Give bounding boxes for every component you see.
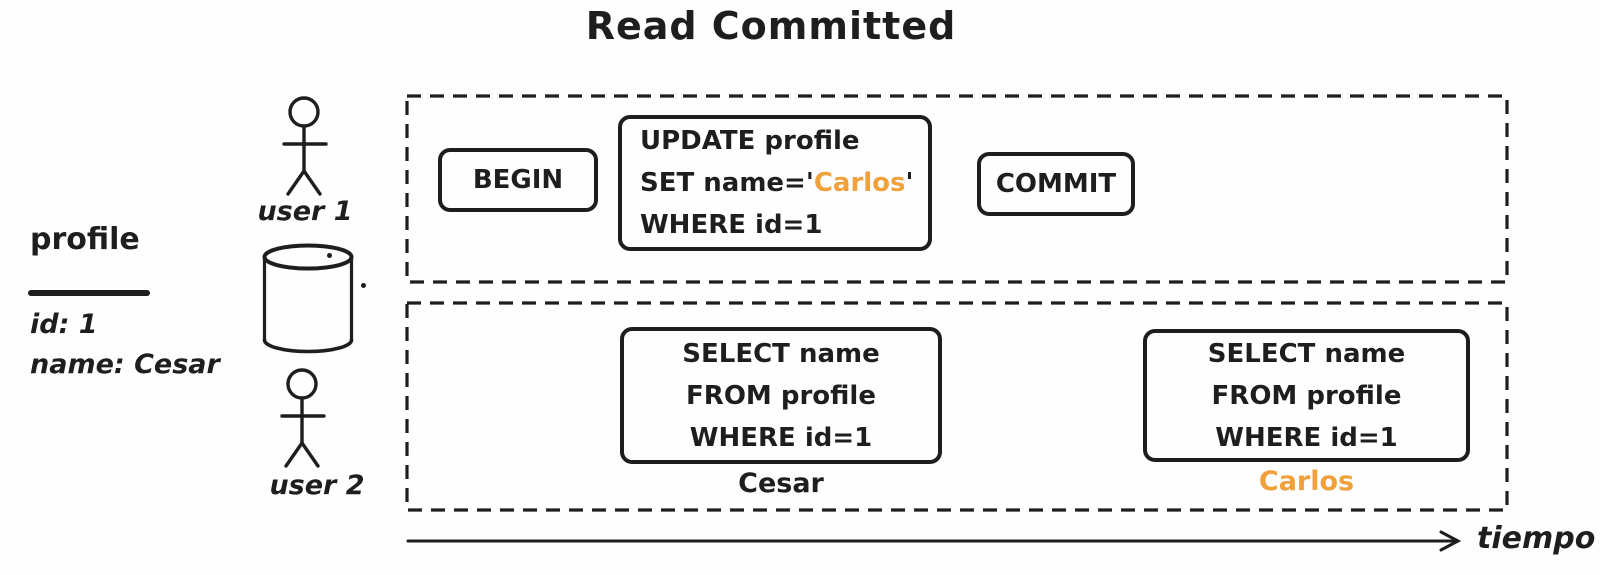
sql-line: SELECT name (682, 338, 880, 369)
update-node: UPDATE profile SET name='Carlos' WHERE i… (618, 115, 932, 251)
begin-node: BEGIN (438, 148, 598, 212)
table-name-label: profile (30, 222, 140, 257)
user2-label: user 2 (269, 470, 365, 501)
sql-line: FROM profile (1211, 380, 1402, 411)
schema-field-name: name: Cesar (30, 349, 220, 380)
user1-icon (282, 96, 328, 196)
sql-text: SET name=' (640, 168, 814, 198)
schema-underline (28, 290, 150, 296)
sql-line: SET name='Carlos' (640, 162, 913, 204)
user2-lane (405, 301, 1509, 512)
ink-dot (327, 253, 332, 258)
sql-line: WHERE id=1 (1215, 422, 1398, 453)
sql-highlight: Carlos (813, 168, 906, 198)
select-node-1: SELECT name FROM profile WHERE id=1 (620, 327, 942, 464)
diagram-title: Read Committed (585, 4, 957, 48)
select-node-2: SELECT name FROM profile WHERE id=1 (1143, 329, 1470, 462)
begin-label: BEGIN (472, 165, 564, 195)
ink-dot (361, 283, 366, 288)
sql-line: WHERE id=1 (689, 422, 873, 453)
user2-icon (280, 368, 326, 468)
select-result-1: Cesar (738, 468, 824, 499)
sql-line: SELECT name (1207, 338, 1406, 369)
database-icon (262, 243, 354, 354)
timeline-arrow-icon (406, 530, 1462, 552)
commit-node: COMMIT (977, 152, 1135, 216)
schema-field-id: id: 1 (30, 309, 98, 340)
sql-line: FROM profile (686, 380, 876, 411)
commit-label: COMMIT (995, 169, 1117, 199)
sql-line: WHERE id=1 (640, 210, 823, 240)
user1-label: user 1 (257, 196, 353, 227)
sql-line: UPDATE profile (640, 126, 860, 156)
timeline-label: tiempo (1477, 521, 1596, 556)
select-result-2: Carlos (1258, 466, 1355, 497)
sql-text: ' (905, 168, 914, 198)
